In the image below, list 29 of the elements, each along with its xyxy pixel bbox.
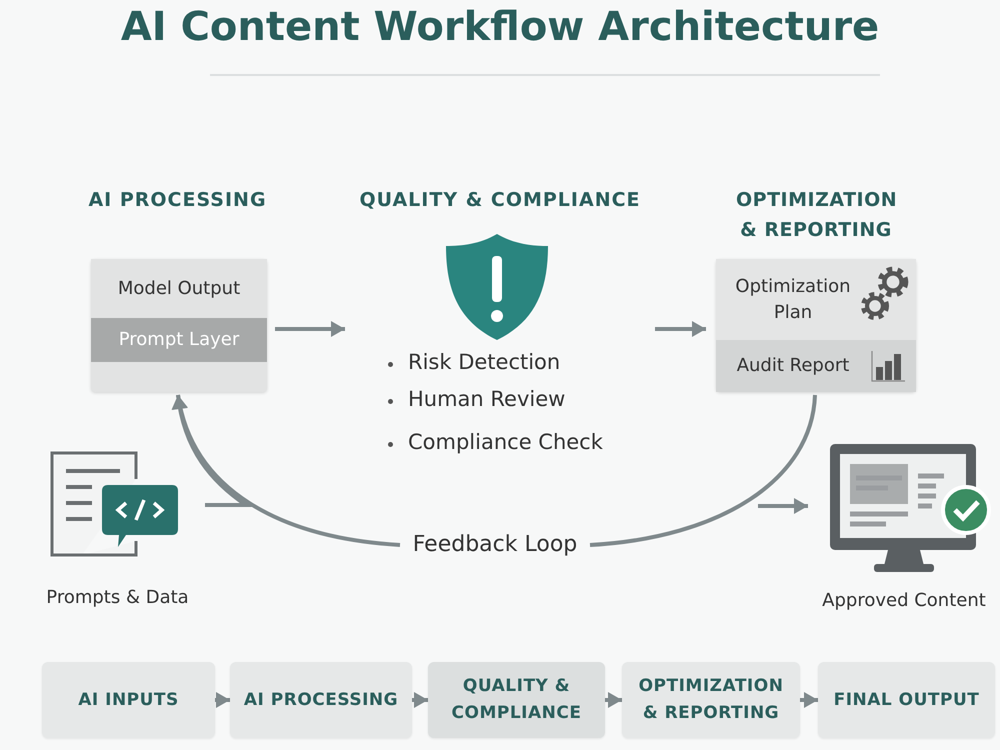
- row-label: Optimization Plan: [734, 274, 852, 324]
- stage-box: AI PROCESSING: [230, 662, 412, 738]
- arrow: [605, 692, 622, 708]
- panel-row: Prompt Layer: [91, 318, 267, 377]
- section-heading: OPTIMIZATION & REPORTING: [736, 188, 896, 243]
- arrow: [412, 692, 428, 708]
- section-heading: QUALITY & COMPLIANCE: [358, 188, 642, 213]
- list-item: Risk Detection: [408, 350, 560, 374]
- list-item: Human Review: [408, 387, 566, 411]
- list-item: Compliance Check: [408, 430, 603, 454]
- arrow: [215, 692, 230, 708]
- section-heading: AI PROCESSING: [87, 188, 268, 213]
- stage-box: AI INPUTS: [42, 662, 215, 738]
- row-label: Audit Report: [736, 354, 850, 378]
- stage-box: QUALITY & COMPLIANCE: [428, 662, 605, 738]
- connector-line: [590, 394, 817, 547]
- panel-row: [716, 259, 916, 340]
- icon-caption: Approved Content: [821, 590, 987, 611]
- arrow: [800, 692, 818, 708]
- icon-caption: Prompts & Data: [45, 587, 190, 608]
- arrow: [758, 498, 808, 514]
- arrow: [275, 321, 345, 337]
- diagram-title: AI Content Workflow Architecture: [120, 4, 880, 50]
- arrow: [655, 321, 706, 337]
- panel-row: Model Output: [91, 259, 267, 318]
- stage-box: FINAL OUTPUT: [818, 662, 995, 738]
- loop-label: Feedback Loop: [400, 527, 590, 563]
- stage-box: OPTIMIZATION & REPORTING: [622, 662, 800, 738]
- panel-row: [716, 340, 916, 392]
